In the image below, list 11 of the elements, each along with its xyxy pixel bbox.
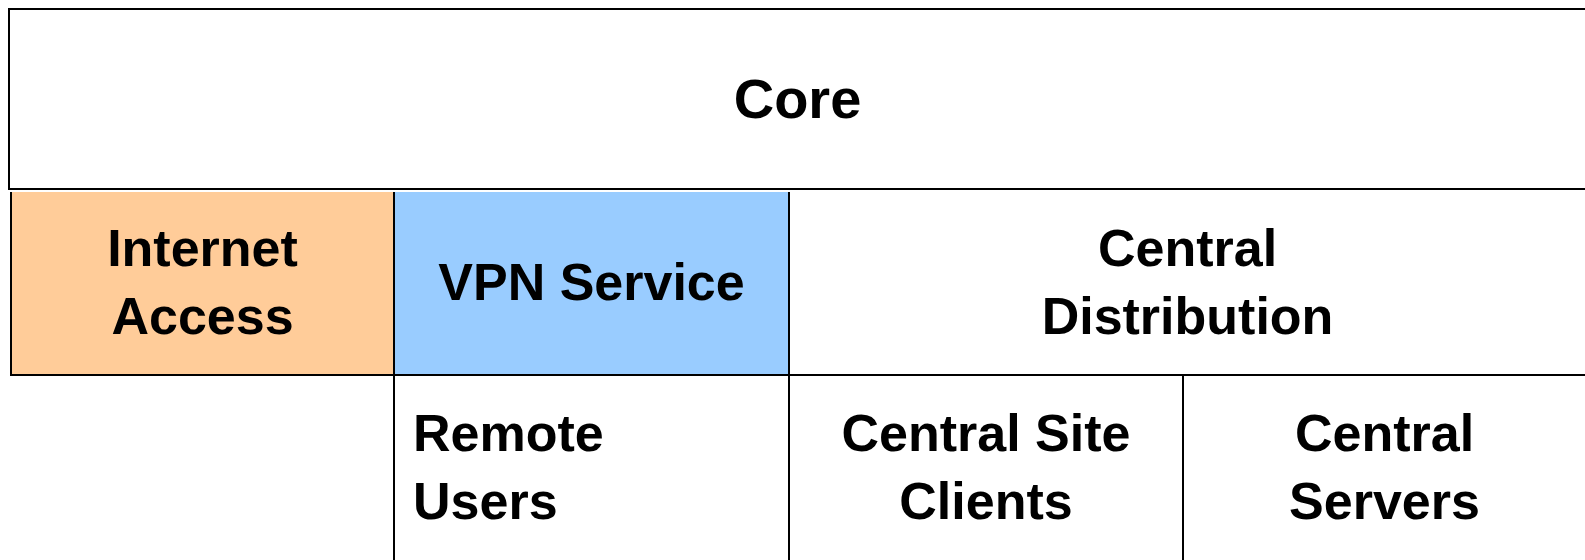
layer-label: Internet Access (106, 218, 299, 347)
layer-box (393, 192, 788, 376)
layer-label: Central Site Clients (840, 403, 1132, 532)
layer-label: VPN Service (438, 252, 745, 314)
layer-box (788, 192, 1585, 376)
layer-label: Core (733, 65, 862, 132)
layer-box (8, 8, 1585, 190)
layer-box (10, 192, 393, 376)
layer-label: Remote Users (413, 403, 605, 532)
layer-label: Central Servers (1288, 403, 1481, 532)
layer-label: Central Distribution (1040, 218, 1335, 347)
